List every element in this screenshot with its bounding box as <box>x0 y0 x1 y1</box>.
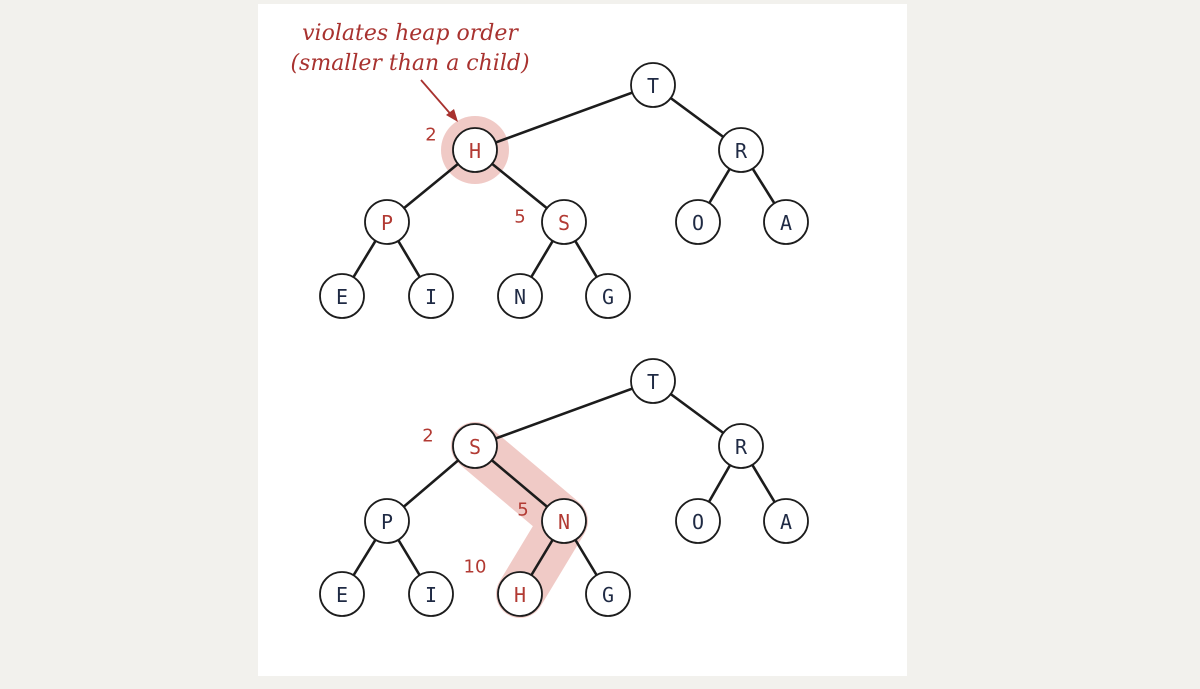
node-label: H <box>469 139 481 163</box>
node-label: H <box>514 583 526 607</box>
node-label: N <box>558 510 570 534</box>
tree-node: O <box>675 498 721 544</box>
index-label: 5 <box>517 500 528 521</box>
tree-node: G <box>585 571 631 617</box>
node-label: G <box>602 285 614 309</box>
node-label: P <box>381 211 393 235</box>
tree-node: I <box>408 571 454 617</box>
index-label: 2 <box>425 125 436 146</box>
heap-sink-diagram: violates heap order (smaller than a chil… <box>290 21 809 618</box>
tree-node-root: T <box>630 358 676 404</box>
node-label: R <box>735 435 748 459</box>
tree-node-root: T <box>630 62 676 108</box>
index-label: 5 <box>514 207 525 228</box>
node-label: O <box>692 211 704 235</box>
index-label: 10 <box>464 557 487 578</box>
tree-node: S <box>452 423 498 469</box>
node-label: P <box>381 510 393 534</box>
annotation-arrowhead <box>446 109 458 122</box>
tree-node: N <box>541 498 587 544</box>
bottom-tree-nodes: T S R P N O A <box>319 358 809 617</box>
annotation-arrow-shaft <box>420 79 455 119</box>
node-label: E <box>336 583 348 607</box>
node-label: I <box>425 583 437 607</box>
node-label: S <box>558 211 570 235</box>
tree-node: O <box>675 199 721 245</box>
node-label: A <box>780 211 792 235</box>
tree-node: R <box>718 127 764 173</box>
tree-node: R <box>718 423 764 469</box>
node-label: G <box>602 583 614 607</box>
tree-node: E <box>319 571 365 617</box>
tree-node: N <box>497 273 543 319</box>
tree-node: E <box>319 273 365 319</box>
tree-node: P <box>364 498 410 544</box>
node-label: S <box>469 435 481 459</box>
node-label: T <box>647 74 659 98</box>
node-label: R <box>735 139 748 163</box>
node-label: N <box>514 285 526 309</box>
tree-edge <box>474 379 654 448</box>
top-tree-nodes: T H R P S O A <box>319 62 809 319</box>
figure-card: violates heap order (smaller than a chil… <box>258 4 907 676</box>
annotation-line-1: violates heap order <box>302 21 519 46</box>
node-label: I <box>425 285 437 309</box>
tree-node: A <box>763 498 809 544</box>
node-label: E <box>336 285 348 309</box>
top-tree-edges <box>340 83 788 297</box>
tree-edge <box>474 83 654 152</box>
tree-node: A <box>763 199 809 245</box>
annotation-line-2: (smaller than a child) <box>290 51 529 76</box>
index-label: 2 <box>422 426 433 447</box>
tree-node: H <box>497 571 543 617</box>
tree-node: I <box>408 273 454 319</box>
tree-node: G <box>585 273 631 319</box>
tree-node-violation: H <box>452 127 498 173</box>
node-label: T <box>647 370 659 394</box>
node-label: A <box>780 510 792 534</box>
tree-node: P <box>364 199 410 245</box>
tree-node: S <box>541 199 587 245</box>
node-label: O <box>692 510 704 534</box>
